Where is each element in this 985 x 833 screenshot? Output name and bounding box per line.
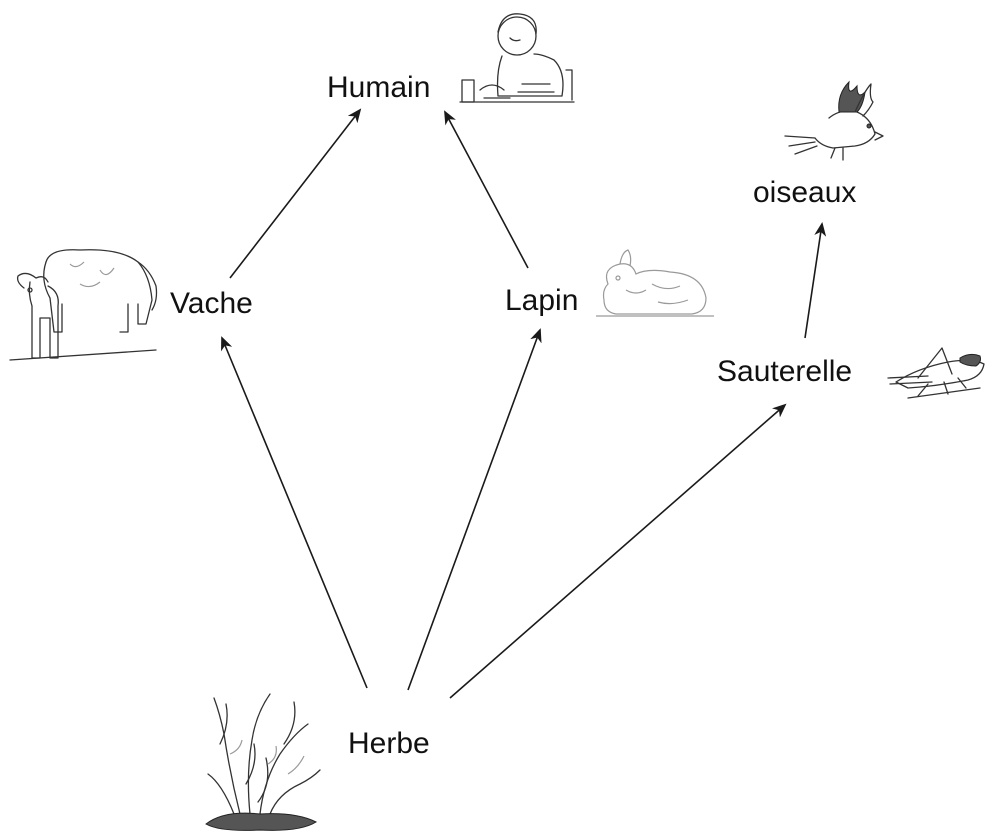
label-lapin: Lapin bbox=[505, 284, 578, 317]
child-eating-icon bbox=[460, 14, 574, 102]
label-sauterelle: Sauterelle bbox=[717, 355, 852, 388]
arrow-herbe-to-vache bbox=[222, 338, 367, 688]
grass-tuft-icon bbox=[206, 694, 320, 830]
rabbit-icon bbox=[596, 250, 714, 316]
edges bbox=[222, 110, 822, 698]
label-oiseaux: oiseaux bbox=[753, 176, 856, 209]
cow-and-calf-icon bbox=[10, 250, 157, 360]
arrow-vache-to-humain bbox=[230, 110, 360, 278]
arrow-lapin-to-humain bbox=[445, 112, 528, 268]
bird-icon bbox=[785, 82, 883, 160]
label-herbe: Herbe bbox=[348, 727, 430, 760]
arrow-herbe-to-sauterelle bbox=[450, 405, 785, 698]
grasshopper-icon bbox=[888, 348, 984, 398]
label-humain: Humain bbox=[327, 71, 430, 104]
label-vache: Vache bbox=[170, 287, 253, 320]
arrow-sauterelle-to-oiseaux bbox=[805, 224, 822, 338]
